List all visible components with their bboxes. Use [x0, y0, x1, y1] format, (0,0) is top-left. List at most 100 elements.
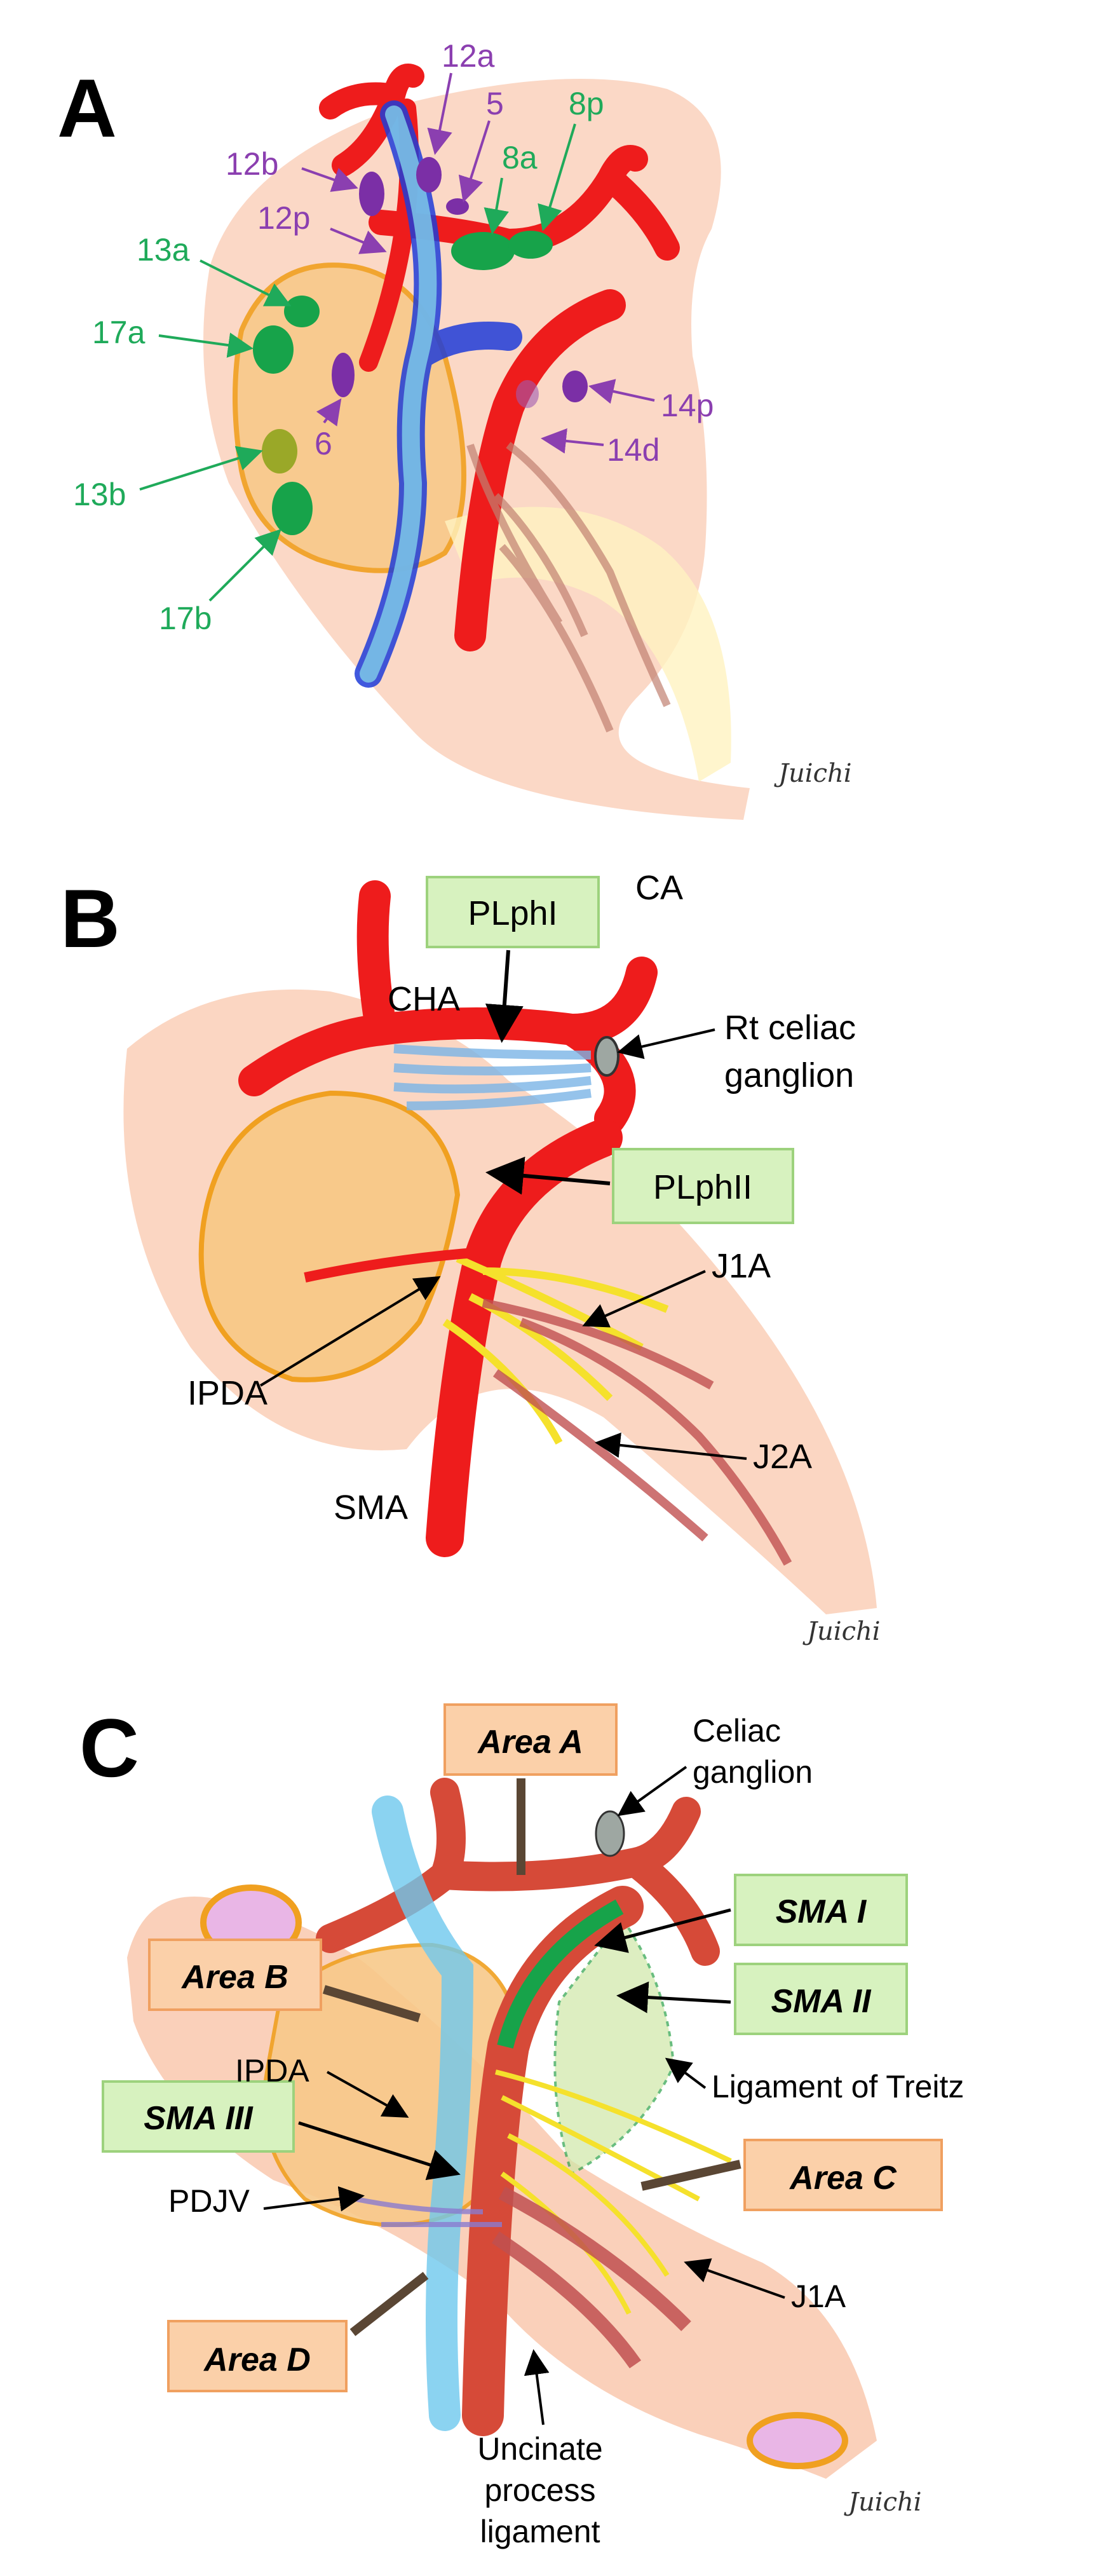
node-6: [332, 353, 355, 397]
celiac-ganglion-b: [594, 1036, 619, 1077]
node-8p: [508, 231, 553, 259]
label-ca: CA: [635, 869, 683, 907]
arrow-12b: [301, 167, 358, 192]
label-ipda-b: IPDA: [187, 1374, 267, 1412]
arrow-6: [316, 398, 342, 426]
arrow-5: [458, 120, 491, 203]
label-celiac-1-c: Celiac: [693, 1713, 781, 1748]
arrow-17a: [158, 332, 254, 358]
yellow-nerves-c: [495, 2069, 732, 2315]
signature-a: Juichi: [774, 759, 852, 788]
arrow-8a: [484, 177, 509, 235]
label-14p: 14p: [661, 388, 714, 423]
panel-c: C Area A Area B Area C Area D SMA I SMA: [79, 1701, 964, 2549]
jejunum-shape: [445, 507, 731, 782]
ipda-b: [304, 1247, 484, 1283]
label-13b: 13b: [73, 477, 126, 512]
box-sma3: [102, 2080, 295, 2153]
nerve-plexus-b: [393, 1044, 592, 1110]
box-area-b: [148, 1939, 322, 2011]
arrow-17b: [208, 529, 281, 602]
node-17a: [253, 325, 294, 374]
box-area-d-text: Area D: [203, 2341, 311, 2378]
label-pdjv-c: PDJV: [168, 2183, 250, 2219]
label-12b: 12b: [226, 146, 278, 182]
sma-artery: [454, 289, 626, 651]
portal-vein-fill: [360, 106, 437, 683]
arrow-sma3: [298, 2121, 461, 2181]
label-j1a-c: J1A: [791, 2279, 846, 2314]
arrow-ipda-c: [327, 2071, 409, 2118]
label-j2a-b: J2A: [753, 1438, 812, 1476]
label-ipda-c: IPDA: [235, 2053, 309, 2089]
node-17b: [272, 482, 313, 535]
jejunal-branches-c: [491, 2186, 691, 2369]
panel-c-letter: C: [79, 1701, 139, 1794]
box-plphii: [612, 1148, 794, 1224]
celiac-trunk-b: [238, 880, 658, 1135]
label-6: 6: [315, 426, 332, 461]
node-13a: [284, 296, 320, 327]
box-area-c: [743, 2139, 943, 2211]
jejunal-branches: [466, 442, 671, 733]
box-area-a-text: Area A: [477, 1724, 583, 1761]
label-rt-celiac-1: Rt celiac: [724, 1009, 856, 1047]
label-12p: 12p: [257, 200, 310, 236]
box-plphi-text: PLphI: [468, 894, 557, 932]
box-plphi: [426, 876, 600, 948]
arrow-area-d: [349, 2272, 429, 2336]
box-area-a: [443, 1703, 618, 1776]
arrow-j2a-b: [595, 1432, 747, 1460]
node-14d: [516, 380, 539, 408]
arrow-area-c: [640, 2160, 741, 2191]
box-area-c-text: Area C: [789, 2160, 897, 2197]
label-14d: 14d: [607, 432, 660, 468]
box-sma3-text: SMA III: [144, 2100, 254, 2137]
arrow-8p: [538, 123, 576, 231]
arrow-14p: [588, 379, 655, 404]
arrow-area-b: [322, 1985, 421, 2022]
arrow-ipda-b: [259, 1276, 441, 1387]
arrow-sma2: [616, 1981, 731, 2014]
box-area-b-text: Area B: [180, 1959, 288, 1996]
panel-b: B PLphI PLphII CA CHA Rt celiac ganglion…: [60, 869, 881, 1646]
label-17a: 17a: [92, 315, 146, 350]
signature-c: Juichi: [844, 2488, 922, 2517]
node-5: [446, 198, 469, 215]
label-celiac-2-c: ganglion: [693, 1754, 813, 1790]
node-13b: [262, 429, 297, 474]
label-uncinate-1-c: Uncinate: [477, 2431, 602, 2467]
pancreas-b: [198, 1090, 461, 1382]
sma-nerve-sheath-c: [497, 1899, 624, 2049]
panel-a: A 12a 5 12b 12p 6: [57, 38, 852, 820]
node-14p: [562, 371, 588, 402]
arrow-13a: [200, 259, 292, 306]
yellow-nerves-b: [442, 1255, 669, 1445]
arrow-12p: [330, 228, 387, 254]
box-plphii-text: PLphII: [653, 1168, 752, 1206]
label-j1a-b: J1A: [712, 1247, 771, 1285]
jejunum-lumen-c: [747, 2412, 848, 2469]
node-12a: [416, 157, 442, 193]
box-sma1: [734, 1874, 908, 1946]
label-treitz-c: Ligament of Treitz: [712, 2069, 964, 2104]
arrow-celiac-c: [617, 1766, 687, 1816]
arrow-13b: [139, 446, 263, 491]
label-13a: 13a: [137, 232, 190, 268]
celiac-trunk-c: [316, 1778, 720, 1966]
label-cha: CHA: [388, 980, 460, 1018]
arrow-pdjv-c: [263, 2186, 365, 2212]
celiac-ganglion-c: [595, 1810, 625, 1857]
box-sma2: [734, 1963, 908, 2035]
arrow-treitz-c: [665, 2057, 707, 2089]
arrow-12a: [427, 72, 452, 155]
label-uncinate-2-c: process: [484, 2472, 595, 2508]
label-uncinate-3-c: ligament: [480, 2514, 600, 2549]
pdjv-vessels-c: [355, 2197, 502, 2228]
arrow-uncinate-c: [524, 2349, 550, 2425]
label-12a: 12a: [442, 38, 495, 74]
node-12b: [359, 172, 384, 216]
signature-b: Juichi: [802, 1617, 881, 1646]
node-8a: [451, 232, 515, 270]
